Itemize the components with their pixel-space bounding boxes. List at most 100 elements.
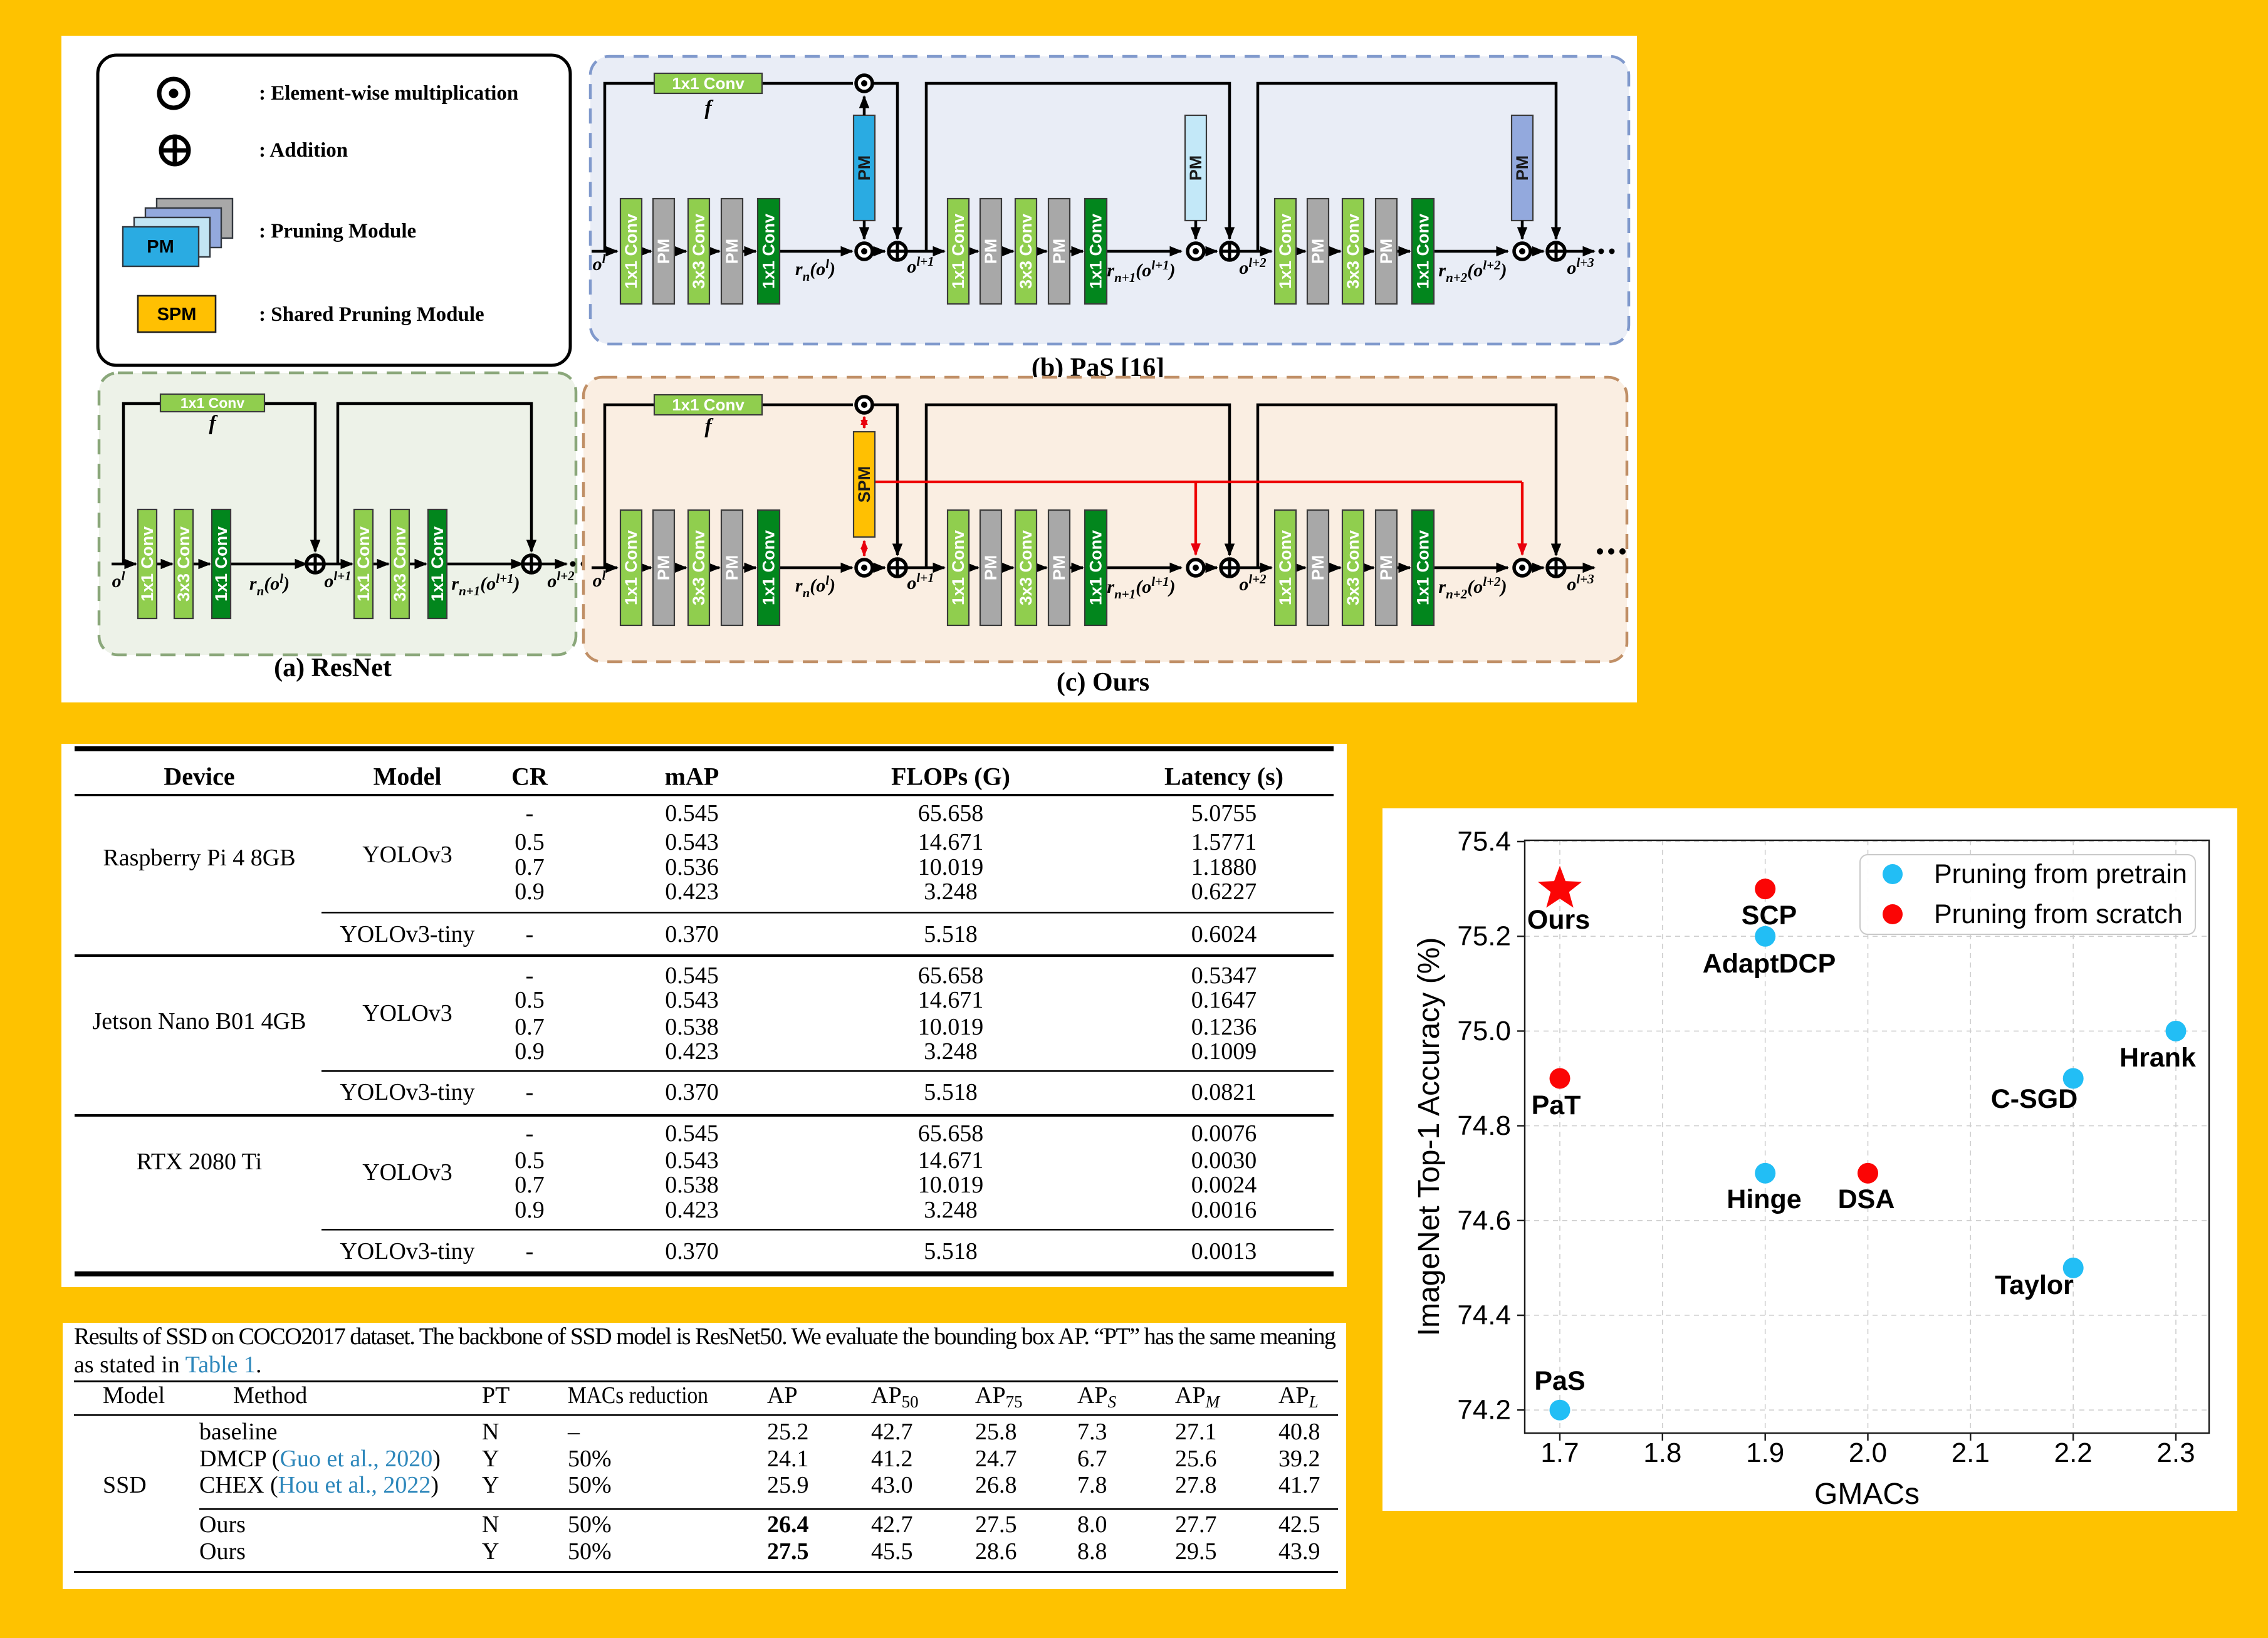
svg-text:Y: Y [482,1446,499,1472]
svg-text:YOLOv3: YOLOv3 [362,842,452,868]
svg-text:Results of SSD on COCO2017 dat: Results of SSD on COCO2017 dataset. The … [74,1323,1336,1350]
svg-text:74.6: 74.6 [1457,1205,1511,1236]
svg-text:0.543: 0.543 [665,829,719,855]
svg-text:27.5: 27.5 [767,1538,809,1565]
svg-text:0.6024: 0.6024 [1191,921,1257,947]
svg-text:APM: APM [1175,1382,1221,1411]
svg-text:0.538: 0.538 [665,1172,719,1198]
svg-text:3x3 Conv: 3x3 Conv [174,526,193,602]
svg-text:3x3 Conv: 3x3 Conv [1344,530,1362,605]
svg-text:0.538: 0.538 [665,1014,719,1040]
svg-text:25.8: 25.8 [975,1419,1017,1445]
svg-text:3x3 Conv: 3x3 Conv [689,530,708,605]
svg-text:Pruning from scratch: Pruning from scratch [1934,899,2183,929]
svg-text:Ours: Ours [199,1538,246,1565]
svg-text:27.5: 27.5 [975,1511,1017,1538]
svg-text:Model: Model [374,763,442,791]
svg-text:10.019: 10.019 [918,1014,984,1040]
svg-text:ImageNet Top-1 Accuracy (%): ImageNet Top-1 Accuracy (%) [1413,937,1446,1337]
svg-text:0.0821: 0.0821 [1191,1079,1257,1105]
svg-text:0.5347: 0.5347 [1191,962,1257,989]
svg-text:14.671: 14.671 [918,1147,984,1174]
svg-text:1x1 Conv: 1x1 Conv [1414,530,1433,605]
svg-text:1x1 Conv: 1x1 Conv [949,530,968,605]
svg-text:26.4: 26.4 [767,1511,809,1538]
svg-text:45.5: 45.5 [871,1538,913,1565]
svg-text:65.658: 65.658 [918,962,984,989]
svg-text:27.8: 27.8 [1175,1472,1217,1498]
svg-text:Hrank: Hrank [2119,1043,2196,1073]
svg-text:25.6: 25.6 [1175,1446,1217,1472]
svg-text:N: N [482,1511,499,1538]
svg-text:3.248: 3.248 [924,879,978,905]
svg-text:as stated in Table 1.: as stated in Table 1. [74,1352,262,1378]
svg-text:PM: PM [981,239,1000,264]
svg-text:1x1 Conv: 1x1 Conv [212,526,231,602]
svg-text:5.518: 5.518 [924,921,978,947]
svg-text:0.536: 0.536 [665,854,719,880]
svg-text:Y: Y [482,1538,499,1565]
svg-text:26.8: 26.8 [975,1472,1017,1498]
svg-text:MACs reduction: MACs reduction [568,1382,708,1409]
svg-text:Jetson Nano B01 4GB: Jetson Nano B01 4GB [93,1008,306,1035]
svg-text:N: N [482,1419,499,1445]
svg-text:AP75: AP75 [975,1382,1023,1411]
svg-text:0.545: 0.545 [665,962,719,989]
svg-text:C-SGD: C-SGD [1991,1084,2078,1114]
svg-text:Hinge: Hinge [1727,1184,1801,1214]
svg-text:3x3 Conv: 3x3 Conv [390,526,409,602]
svg-text:8.8: 8.8 [1077,1538,1107,1565]
svg-text:Model: Model [103,1382,165,1409]
svg-text:Raspberry Pi 4 8GB: Raspberry Pi 4 8GB [103,845,295,871]
svg-text:5.0755: 5.0755 [1191,800,1257,827]
svg-text:0.7: 0.7 [515,854,545,880]
svg-text:25.9: 25.9 [767,1472,809,1498]
svg-text:7.3: 7.3 [1077,1419,1107,1445]
svg-text:PaS: PaS [1534,1366,1585,1396]
svg-text:SPM: SPM [157,305,197,325]
svg-text:1x1 Conv: 1x1 Conv [138,526,157,602]
svg-text:0.0013: 0.0013 [1191,1238,1257,1265]
svg-text:42.5: 42.5 [1278,1511,1320,1538]
svg-text:PM: PM [1377,555,1396,581]
svg-text:0.423: 0.423 [665,1197,719,1223]
svg-text:0.1236: 0.1236 [1191,1014,1257,1040]
svg-text:5.518: 5.518 [924,1079,978,1105]
svg-text:50%: 50% [568,1538,612,1565]
svg-text:8.0: 8.0 [1077,1511,1107,1538]
svg-text:RTX 2080 Ti: RTX 2080 Ti [137,1149,262,1175]
svg-text:0.1647: 0.1647 [1191,987,1257,1013]
svg-text:PM: PM [1309,239,1327,264]
svg-text:CHEX (Hou et al., 2022): CHEX (Hou et al., 2022) [199,1472,439,1498]
svg-text:14.671: 14.671 [918,987,984,1013]
svg-text:PM: PM [855,155,874,181]
svg-text:0.7: 0.7 [515,1172,545,1198]
svg-text:rn(ol): rn(ol) [795,256,835,284]
svg-text:DMCP (Guo et al., 2020): DMCP (Guo et al., 2020) [199,1446,441,1472]
svg-text:2.3: 2.3 [2156,1437,2195,1468]
svg-text:1x1 Conv: 1x1 Conv [1087,214,1105,289]
svg-text:GMACs: GMACs [1814,1478,1920,1511]
svg-text:PM: PM [1377,239,1396,264]
svg-text:27.7: 27.7 [1175,1511,1217,1538]
svg-text:0.543: 0.543 [665,987,719,1013]
svg-text:1x1 Conv: 1x1 Conv [428,526,447,602]
svg-text:40.8: 40.8 [1278,1419,1320,1445]
svg-text:75.4: 75.4 [1457,827,1511,857]
svg-text:42.7: 42.7 [871,1511,913,1538]
svg-text:SPM: SPM [855,466,874,503]
svg-text:3.248: 3.248 [924,1197,978,1223]
svg-text:1x1 Conv: 1x1 Conv [1276,530,1295,605]
svg-text:mAP: mAP [665,763,719,791]
svg-text:74.8: 74.8 [1457,1110,1511,1141]
svg-text:rn(ol): rn(ol) [249,571,290,598]
svg-text:1x1 Conv: 1x1 Conv [180,395,244,411]
svg-text:0.9: 0.9 [515,1197,545,1223]
svg-text:14.671: 14.671 [918,829,984,855]
svg-text:5.518: 5.518 [924,1238,978,1265]
svg-text:DSA: DSA [1838,1184,1895,1214]
svg-text:rn+1(ol+1): rn+1(ol+1) [1107,258,1175,285]
svg-text:PM: PM [654,239,673,264]
svg-text:27.1: 27.1 [1175,1419,1217,1445]
svg-text:YOLOv3: YOLOv3 [362,1159,452,1186]
